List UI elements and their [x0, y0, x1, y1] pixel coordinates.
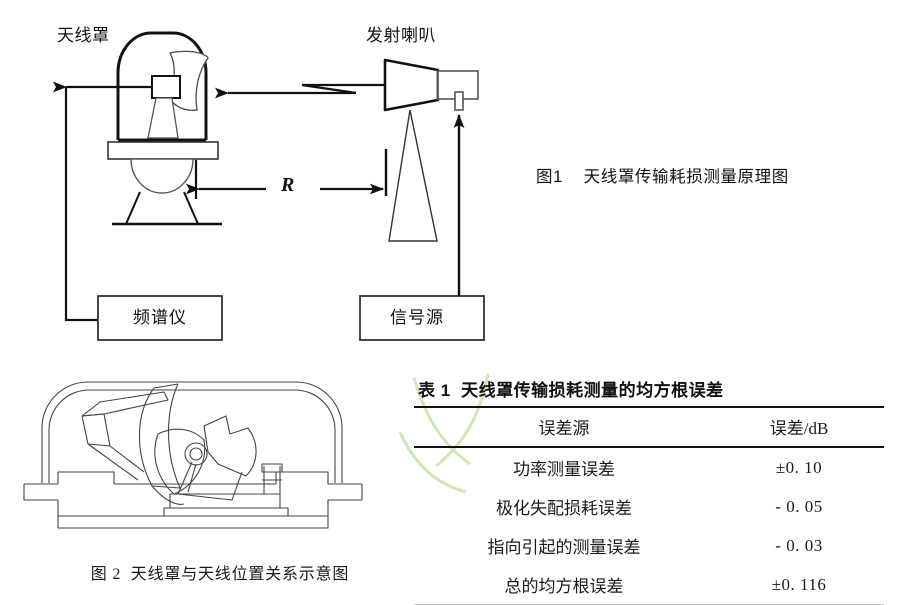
cell-error-source: 总的均方根误差: [414, 565, 714, 605]
figure1-diagram: 天线罩 发射喇叭 R 频谱仪 信号源: [0, 0, 520, 360]
table-row: 极化失配损耗误差 - 0. 05: [414, 487, 884, 526]
table-header-row: 误差源 误差/dB: [414, 406, 884, 448]
antenna-pedestal-column: [147, 97, 179, 139]
feed-truss-lower-left: [81, 415, 139, 481]
label-radome: 天线罩: [57, 26, 110, 45]
equipment-platform: [169, 493, 281, 509]
radome-shell-inner: [48, 389, 336, 483]
reflector-rim-left: [138, 387, 185, 505]
table-body: 功率测量误差 ±0. 10 极化失配损耗误差 - 0. 05 指向引起的测量误差…: [414, 447, 884, 605]
tripod-leg-left: [125, 191, 141, 225]
figure1-caption: 图1 天线罩传输耗损测量原理图: [536, 168, 789, 186]
figure2-diagram: [18, 368, 398, 538]
cell-error-value: ±0. 10: [775, 457, 823, 477]
antenna-feed-box: [151, 75, 181, 99]
reflector-dish-body: [154, 428, 206, 495]
base-deck-slab: [57, 516, 329, 529]
table-header: 误差源 误差/dB: [414, 406, 884, 448]
cell-error-source: 功率测量误差: [513, 460, 615, 479]
figure2-caption: 图 2 天线罩与天线位置关系示意图: [90, 566, 350, 583]
reflector-rim-inner: [168, 383, 181, 489]
table1-title: 表 1 天线罩传输损耗测量的均方根误差: [418, 381, 724, 400]
column-header-value: 误差/dB: [714, 406, 884, 448]
pivot-hub-outer: [184, 442, 208, 466]
pivot-hub-inner: [189, 447, 203, 461]
horn-connector: [454, 91, 464, 111]
subreflector-feed: [203, 415, 257, 477]
label-distance-r: R: [281, 174, 295, 196]
cell-error-source: 极化失配损耗误差: [496, 499, 632, 518]
receive-cable-to-analyzer: [64, 87, 98, 322]
antenna-mount-plate: [107, 141, 219, 160]
figure1-svg: [53, 31, 485, 341]
reflector-rim-top: [153, 383, 179, 389]
table-row: 总的均方根误差 ±0. 116: [414, 565, 884, 605]
antenna-mount-arm-edge: [187, 463, 197, 493]
error-budget-table: 误差源 误差/dB 功率测量误差 ±0. 10 极化失配损耗误差 - 0. 05…: [414, 406, 884, 605]
label-spectrum-analyzer: 频谱仪: [133, 308, 187, 327]
antenna-mount-arm: [177, 461, 243, 501]
table-row: 指向引起的测量误差 - 0. 03: [414, 526, 884, 565]
horn-flare: [383, 58, 440, 112]
base-flange-right: [275, 471, 362, 485]
table1-panel: 表 1 天线罩传输损耗测量的均方根误差 误差源 误差/dB 功率测量误差 ±0.…: [414, 376, 884, 605]
base-flange-left-lower: [23, 484, 59, 516]
antenna-rotator-dome: [130, 158, 194, 194]
spectrum-analyzer-box: [97, 295, 223, 341]
equipment-post-cap: [261, 463, 283, 473]
table-row: 功率测量误差 ±0. 10: [414, 447, 884, 487]
reflector-rim-bottom: [151, 485, 181, 489]
beam-break-symbol: [301, 83, 385, 95]
cell-error-value: ±0. 116: [714, 565, 884, 605]
base-flange-right-lower: [327, 484, 363, 516]
signal-source-box: [359, 295, 485, 341]
feed-truss-cross: [81, 413, 105, 417]
feed-truss-cross-2: [87, 443, 111, 447]
cell-error-value: - 0. 03: [775, 535, 823, 555]
radome-shell-outer: [41, 381, 343, 483]
cell-error-source: 指向引起的测量误差: [487, 538, 641, 557]
tripod-leg-right: [183, 191, 199, 225]
base-flange-left: [24, 471, 115, 485]
label-transmit-horn: 发射喇叭: [366, 26, 436, 45]
feed-support-arm: [81, 391, 169, 417]
label-signal-source: 信号源: [390, 308, 444, 327]
figure2-svg: [23, 381, 363, 529]
cell-error-value: - 0. 05: [775, 496, 823, 516]
horn-support-stand: [388, 109, 438, 242]
equipment-platform-base: [163, 507, 289, 516]
feed-truss-lower-right: [103, 413, 145, 473]
column-header-source: 误差源: [414, 406, 714, 448]
